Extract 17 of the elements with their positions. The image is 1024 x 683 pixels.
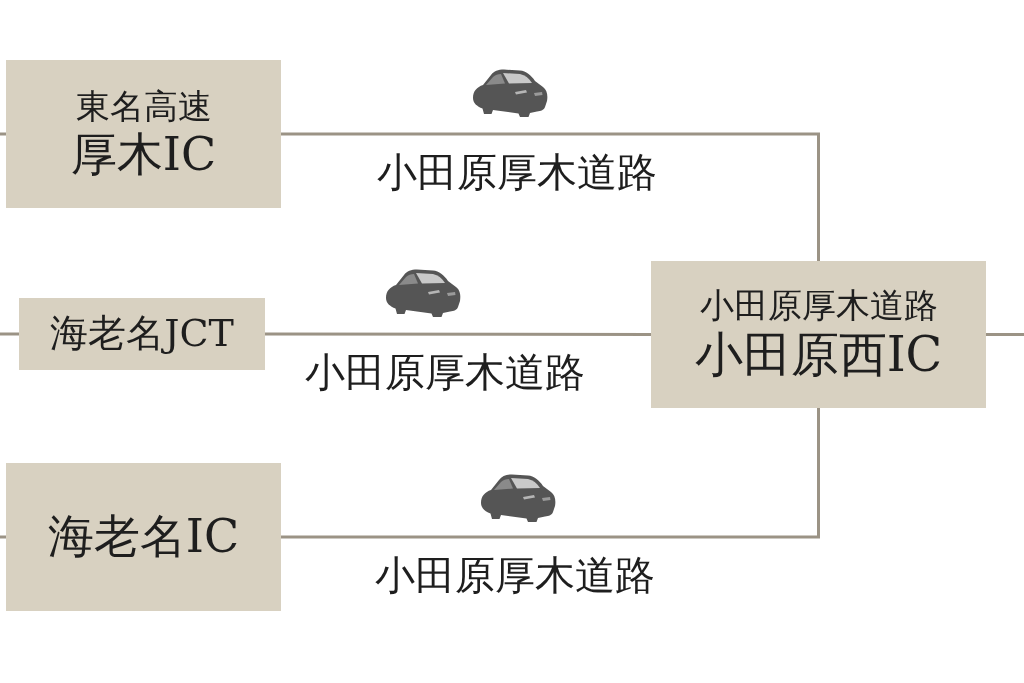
- interchange-box: [6, 463, 281, 611]
- interchange-name: 小田原西IC: [694, 326, 943, 384]
- interchange-name: 厚木IC: [70, 126, 217, 182]
- road-name: 小田原厚木道路: [699, 285, 938, 327]
- road-line: [265, 332, 651, 336]
- interchange-box: [19, 298, 265, 370]
- road-line: [0, 535, 6, 539]
- interchange-box: [6, 60, 281, 208]
- road-name: 東名高速: [75, 86, 212, 127]
- interchange-name: 海老名IC: [47, 509, 240, 565]
- interchange-box: [651, 261, 986, 408]
- road-line: [281, 132, 820, 261]
- road-line: [281, 408, 820, 539]
- interchange-name: 海老名JCT: [50, 311, 234, 357]
- road-line: [0, 132, 6, 136]
- road-line: [986, 333, 1024, 336]
- road-line: [0, 332, 19, 336]
